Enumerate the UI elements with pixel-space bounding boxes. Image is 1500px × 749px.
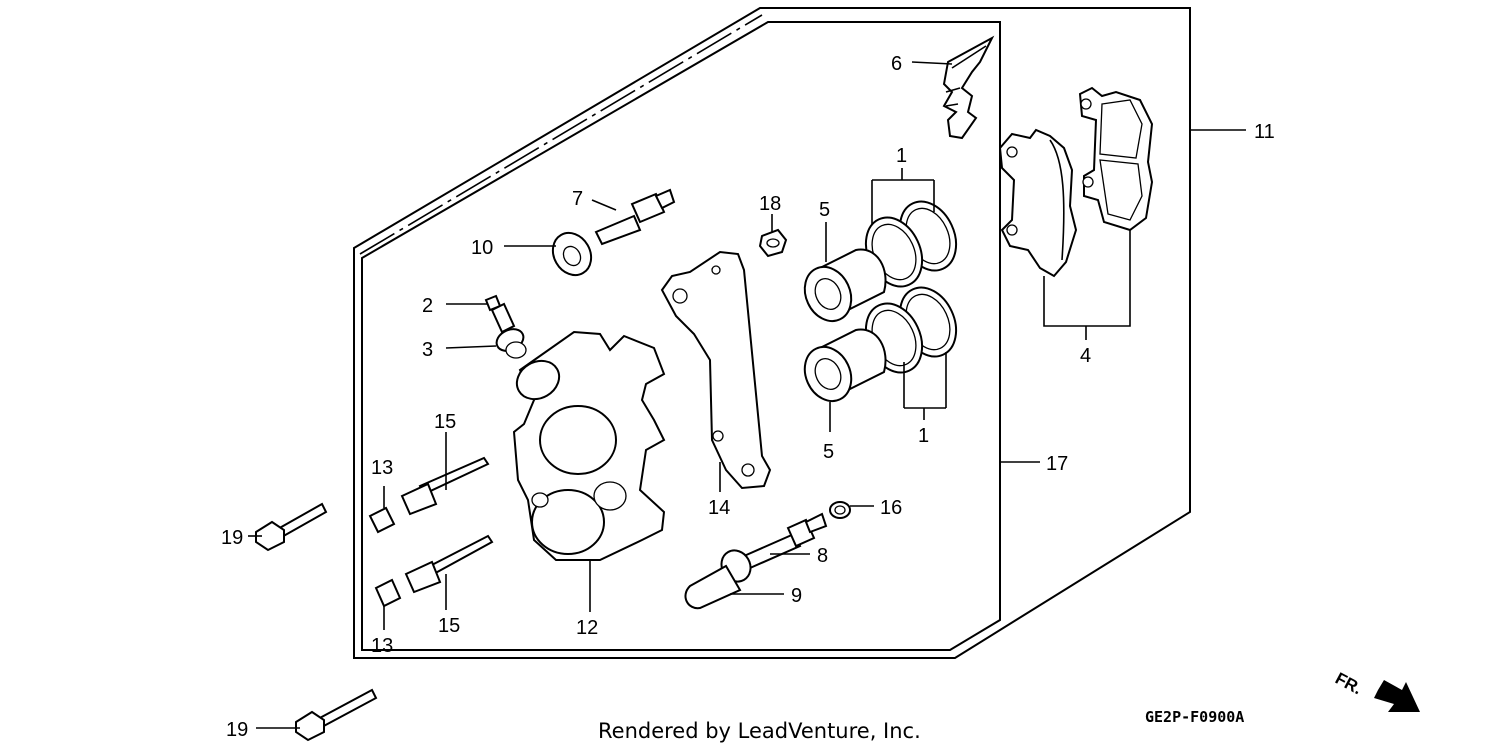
callout-18: 18 bbox=[759, 193, 781, 215]
frame-dash-accent bbox=[359, 14, 763, 255]
callout-4: 4 bbox=[1080, 345, 1091, 367]
callout-11: 11 bbox=[1254, 121, 1275, 143]
pad-spring-part bbox=[942, 35, 995, 140]
piston-lower bbox=[803, 328, 887, 403]
pin-boot-10 bbox=[551, 231, 593, 277]
bleeder-screw bbox=[484, 294, 527, 359]
leader-lines bbox=[248, 61, 1246, 729]
bolt-9 bbox=[684, 549, 752, 610]
callout-7: 7 bbox=[572, 188, 583, 210]
bolt-19-upper bbox=[255, 502, 328, 552]
pin-15-lower bbox=[404, 534, 494, 594]
callout-5-top: 5 bbox=[819, 199, 830, 221]
callout-8: 8 bbox=[817, 545, 828, 567]
callout-19-top: 19 bbox=[221, 527, 243, 549]
caliper-body bbox=[512, 330, 666, 561]
callout-1-top: 1 bbox=[896, 145, 907, 167]
callout-17: 17 bbox=[1046, 453, 1068, 475]
caliper-bracket bbox=[660, 250, 772, 490]
nut-18 bbox=[758, 228, 788, 258]
bolt-19-lower bbox=[295, 688, 378, 742]
brake-pad-rear bbox=[998, 128, 1078, 278]
front-direction-label: FR. bbox=[1332, 669, 1365, 699]
callout-12: 12 bbox=[576, 617, 598, 639]
piston-upper bbox=[803, 248, 887, 323]
front-direction-indicator: FR. bbox=[1332, 669, 1420, 712]
callout-9: 9 bbox=[791, 585, 802, 607]
washer-16 bbox=[829, 501, 851, 519]
pin-bolt-7 bbox=[594, 188, 676, 246]
brake-pad-front bbox=[1078, 86, 1154, 232]
callout-2: 2 bbox=[422, 295, 433, 317]
callout-14: 14 bbox=[708, 497, 730, 519]
callout-16: 16 bbox=[880, 497, 902, 519]
callout-1-bottom: 1 bbox=[918, 425, 929, 447]
callout-3: 3 bbox=[422, 339, 433, 361]
pin-15-upper bbox=[400, 456, 490, 516]
inner-assembly-frame bbox=[361, 21, 1001, 651]
callout-15-top: 15 bbox=[434, 411, 456, 433]
callout-15-bottom: 15 bbox=[438, 615, 460, 637]
callout-labels: 1 1 2 3 4 5 5 6 7 8 9 10 11 12 13 13 14 … bbox=[221, 53, 1275, 741]
rendered-by-credit: Rendered by LeadVenture, Inc. bbox=[598, 719, 921, 743]
front-direction-arrow-icon bbox=[1374, 680, 1420, 712]
callout-6: 6 bbox=[891, 53, 902, 75]
callout-19-bottom: 19 bbox=[226, 719, 248, 741]
outer-assembly-frame bbox=[353, 7, 1191, 659]
boot-13-lower bbox=[374, 578, 402, 608]
diagram-code: GE2P-F0900A bbox=[1145, 708, 1244, 726]
callout-5-bottom: 5 bbox=[823, 441, 834, 463]
callout-13-bottom: 13 bbox=[371, 635, 393, 657]
callout-13-top: 13 bbox=[371, 457, 393, 479]
boot-13-upper bbox=[368, 506, 396, 534]
callout-10: 10 bbox=[471, 237, 493, 259]
bolt-8 bbox=[742, 512, 828, 570]
